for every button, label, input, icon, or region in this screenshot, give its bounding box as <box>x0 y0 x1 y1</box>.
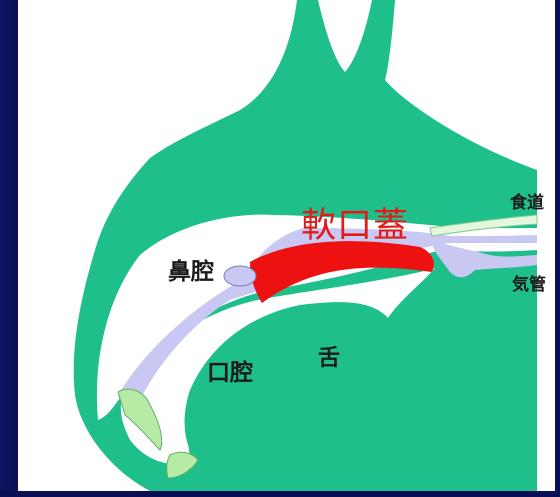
slide-border-bottom <box>0 491 560 497</box>
trachea-label: 気管 <box>512 270 546 295</box>
anatomy-diagram-panel: 鼻腔 口腔 舌 軟口蓋 食道 気管 <box>18 0 555 491</box>
tongue-label: 舌 <box>318 340 340 372</box>
slide-border-left <box>0 0 18 497</box>
palate-oval <box>224 266 256 286</box>
oral-cavity-label: 口腔 <box>207 353 253 387</box>
head-cross-section-diagram <box>18 0 555 491</box>
soft-palate-label: 軟口蓋 <box>301 197 409 248</box>
esophagus-label: 食道 <box>510 188 544 213</box>
slide-border-right <box>555 0 560 497</box>
nasal-cavity-label: 鼻腔 <box>168 252 214 286</box>
